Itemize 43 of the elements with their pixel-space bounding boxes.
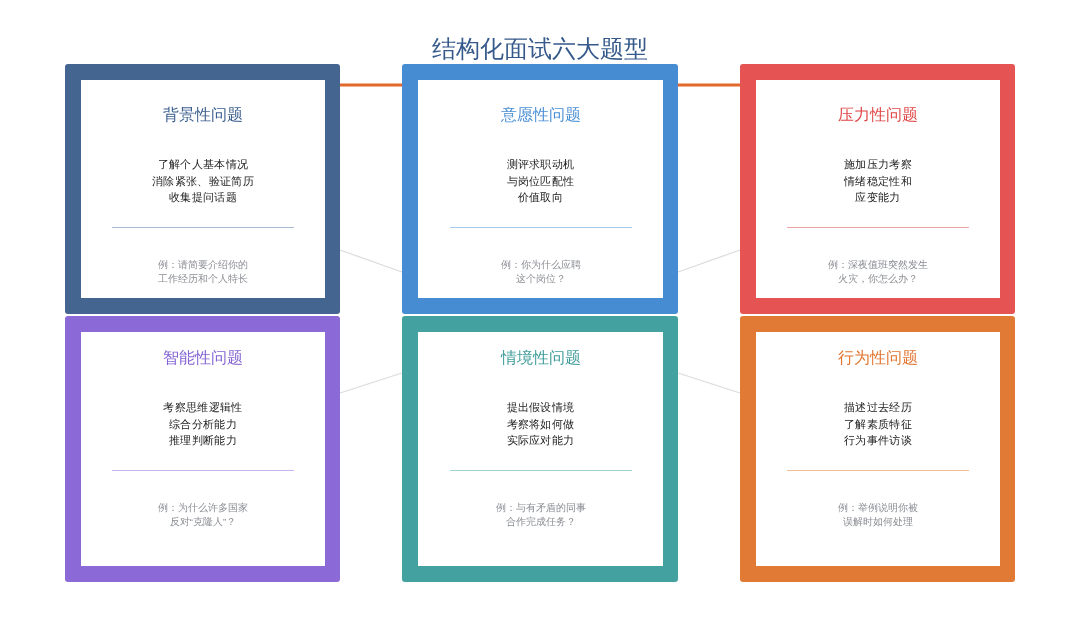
card-text: 施加压力考察 bbox=[844, 157, 912, 172]
title: 结构化面试六大题型 bbox=[432, 36, 648, 62]
card-text: 综合分析能力 bbox=[169, 416, 237, 432]
card-text: 实际应对能力 bbox=[506, 433, 575, 448]
card-text: 消除紧张、验证简历 bbox=[152, 173, 254, 189]
card-text: 收集提问话题 bbox=[169, 190, 237, 205]
card-heading: 意愿性问题 bbox=[500, 105, 581, 125]
card-heading: 行为性问题 bbox=[838, 348, 918, 368]
card-text: 考察思维逻辑性 bbox=[163, 400, 243, 415]
connector-line bbox=[340, 83, 402, 87]
card-text: 了解素质特征 bbox=[844, 416, 912, 432]
card-text: 推理判断能力 bbox=[169, 433, 237, 448]
card-text: 描述过去经历 bbox=[844, 400, 912, 415]
connector-line bbox=[678, 83, 740, 87]
card-text: 考察将如何做 bbox=[506, 416, 575, 432]
card-heading: 压力性问题 bbox=[838, 105, 918, 125]
example-text: 例：举例说明你被误解时如何处理 bbox=[837, 500, 919, 529]
connector-line bbox=[677, 372, 741, 394]
card-heading: 智能性问题 bbox=[163, 348, 243, 368]
card-text: 价值取向 bbox=[517, 190, 564, 205]
card-text: 测评求职动机 bbox=[506, 157, 575, 172]
question-card bbox=[402, 64, 678, 314]
example-text: 例：深夜值班突然发生火灾，你怎么办？ bbox=[827, 257, 929, 286]
connector-line bbox=[677, 249, 741, 273]
card-heading: 背景性问题 bbox=[163, 105, 243, 125]
card-text: 行为事件访谈 bbox=[844, 433, 912, 448]
question-card bbox=[65, 64, 340, 314]
example-text: 例：为什么许多国家反对“克隆人”？ bbox=[157, 500, 249, 529]
card-text: 应变能力 bbox=[855, 190, 901, 205]
question-card bbox=[740, 316, 1015, 582]
connector-line bbox=[339, 249, 403, 273]
card-heading: 情境性问题 bbox=[500, 348, 581, 368]
card-text: 提出假设情境 bbox=[506, 400, 575, 415]
card-text: 情绪稳定性和 bbox=[844, 173, 912, 189]
question-card bbox=[402, 316, 678, 582]
question-card bbox=[740, 64, 1015, 314]
question-card bbox=[65, 316, 340, 582]
card-text: 与岗位匹配性 bbox=[506, 173, 575, 189]
example-text: 例：与有矛盾的同事合作完成任务？ bbox=[494, 500, 587, 529]
card-text: 了解个人基本情况 bbox=[157, 157, 249, 172]
example-text: 例：你为什么应聘这个岗位？ bbox=[499, 257, 582, 286]
connector-line bbox=[339, 372, 403, 394]
example-text: 例：请简要介绍你的工作经历和个人特长 bbox=[157, 257, 249, 286]
